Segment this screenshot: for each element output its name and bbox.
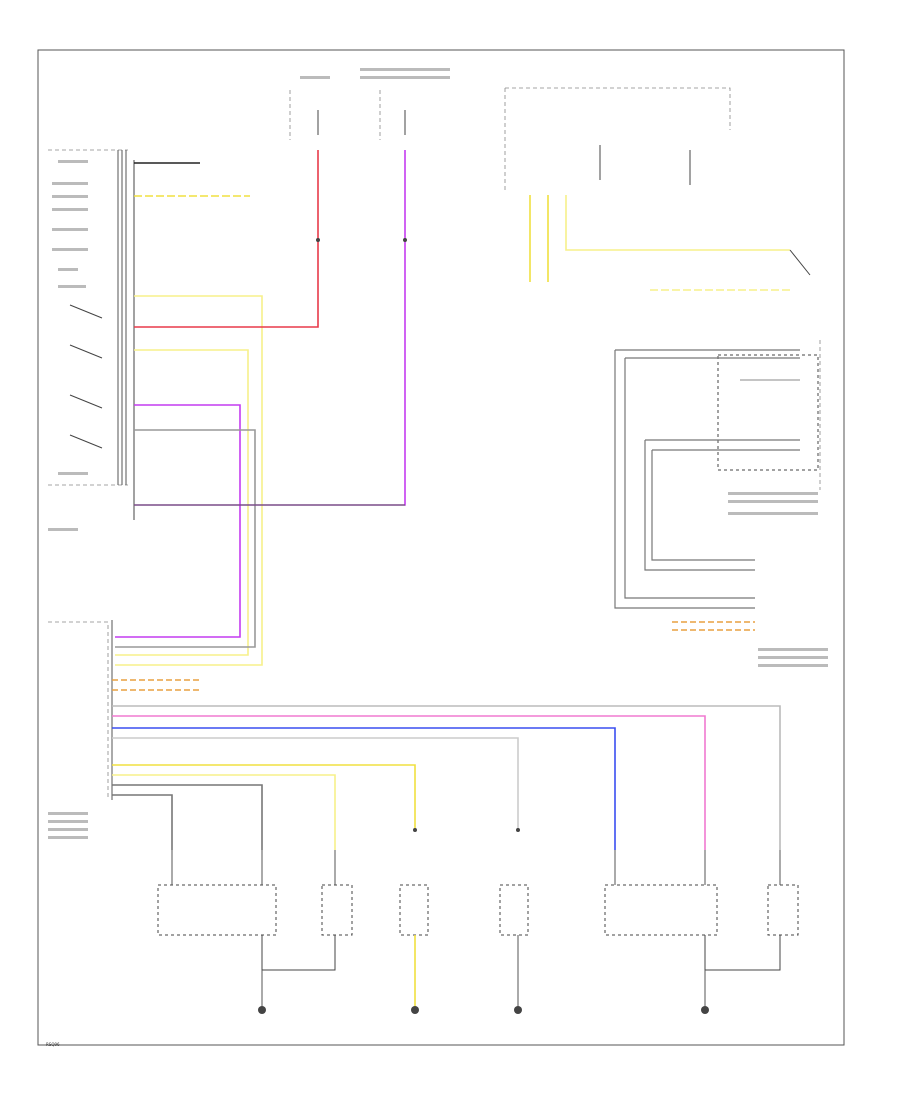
diagram-border bbox=[37, 49, 845, 1046]
switch-small-labels bbox=[48, 160, 88, 531]
wire-magenta bbox=[115, 404, 241, 638]
wire-yellow-2 bbox=[115, 349, 249, 656]
fuse-block bbox=[289, 68, 450, 242]
switch-wires bbox=[115, 162, 406, 666]
page-label: RSQ96 bbox=[46, 1042, 60, 1047]
wire-yellow-4 bbox=[112, 774, 336, 850]
wire-grey bbox=[115, 429, 256, 648]
cluster-wire-3 bbox=[565, 195, 790, 251]
wire-yellow-1 bbox=[115, 295, 263, 666]
light-switch bbox=[48, 149, 135, 531]
wire-pink bbox=[112, 715, 706, 850]
module-wires bbox=[112, 679, 781, 850]
right-lamp-box bbox=[604, 884, 718, 936]
ground-icon bbox=[701, 1006, 709, 1014]
wire-blue bbox=[112, 727, 616, 850]
ground-points bbox=[258, 1006, 709, 1014]
multifunction-switch bbox=[614, 340, 828, 667]
ground-icon bbox=[514, 1006, 522, 1014]
control-module bbox=[48, 620, 113, 839]
wire-red bbox=[134, 240, 319, 328]
wire-light bbox=[112, 737, 519, 830]
wire-grey-long bbox=[112, 705, 781, 850]
wire-yellow-3 bbox=[112, 764, 416, 830]
ground-icon bbox=[411, 1006, 419, 1014]
lamp-components bbox=[157, 850, 799, 1010]
ground-icon bbox=[258, 1006, 266, 1014]
wire-grey-3 bbox=[112, 794, 173, 850]
instrument-cluster bbox=[504, 87, 811, 291]
wire-magenta-2 bbox=[134, 240, 406, 506]
wire-grey-2 bbox=[112, 784, 263, 850]
left-lamp-box bbox=[157, 884, 277, 936]
